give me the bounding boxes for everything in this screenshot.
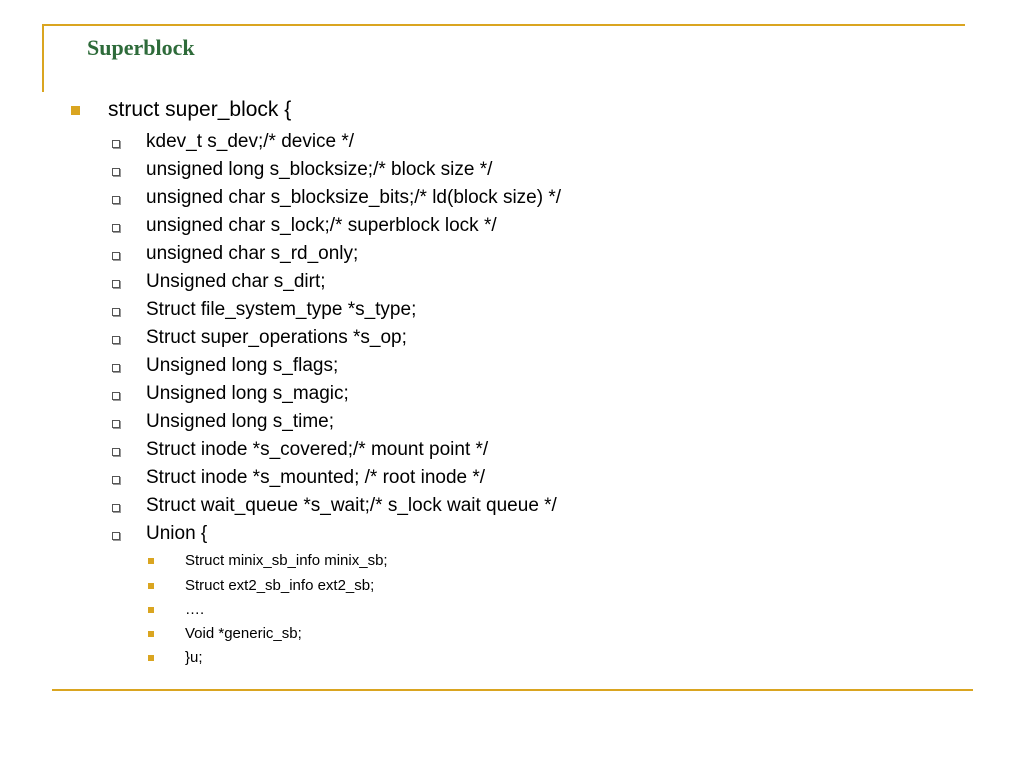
list-item-text: }u; <box>185 649 203 666</box>
list-item-text: Unsigned long s_flags; <box>146 355 339 376</box>
hollow-square-bullet-icon <box>112 448 120 456</box>
list-item-level-1: struct super_block { <box>71 96 292 124</box>
hollow-square-bullet-icon <box>112 476 120 484</box>
list-item-text: Union { <box>146 523 208 544</box>
list-item-text: Struct inode *s_mounted; /* root inode *… <box>146 467 486 488</box>
square-bullet-icon <box>148 631 154 637</box>
list-item-level-2: Struct inode *s_covered;/* mount point *… <box>112 437 489 463</box>
list-item-level-2: Struct super_operations *s_op; <box>112 325 407 351</box>
list-item-level-2: Struct wait_queue *s_wait;/* s_lock wait… <box>112 493 557 519</box>
list-item-level-2: Unsigned long s_time; <box>112 409 334 435</box>
list-item-level-2: kdev_t s_dev;/* device */ <box>112 129 355 155</box>
list-item-text: Struct super_operations *s_op; <box>146 327 407 348</box>
left-rule <box>42 24 44 92</box>
list-item-text: Unsigned long s_time; <box>146 411 334 432</box>
list-item-level-3: Struct ext2_sb_info ext2_sb; <box>148 576 375 596</box>
list-item-text: unsigned long s_blocksize;/* block size … <box>146 159 493 180</box>
hollow-square-bullet-icon <box>112 336 120 344</box>
list-item-text: kdev_t s_dev;/* device */ <box>146 131 355 152</box>
list-item-text: unsigned char s_lock;/* superblock lock … <box>146 215 497 236</box>
square-bullet-icon <box>148 583 154 589</box>
list-item-level-3: …. <box>148 600 205 620</box>
hollow-square-bullet-icon <box>112 420 120 428</box>
list-item-text: Unsigned char s_dirt; <box>146 271 326 292</box>
hollow-square-bullet-icon <box>112 364 120 372</box>
list-item-text: unsigned char s_rd_only; <box>146 243 359 264</box>
hollow-square-bullet-icon <box>112 280 120 288</box>
hollow-square-bullet-icon <box>112 196 120 204</box>
top-rule <box>43 24 965 26</box>
list-item-text: Struct wait_queue *s_wait;/* s_lock wait… <box>146 495 557 516</box>
hollow-square-bullet-icon <box>112 140 120 148</box>
bottom-rule <box>52 689 973 691</box>
list-item-text: Unsigned long s_magic; <box>146 383 349 404</box>
list-item-text: Struct file_system_type *s_type; <box>146 299 417 320</box>
square-bullet-icon <box>148 655 154 661</box>
list-item-level-2: unsigned char s_lock;/* superblock lock … <box>112 213 497 239</box>
list-item-level-2: unsigned long s_blocksize;/* block size … <box>112 157 493 183</box>
hollow-square-bullet-icon <box>112 392 120 400</box>
list-item-level-2: Union { <box>112 521 208 547</box>
slide-title: Superblock <box>87 35 195 60</box>
list-item-text: struct super_block { <box>108 98 292 121</box>
list-item-text: Struct minix_sb_info minix_sb; <box>185 552 388 569</box>
square-bullet-icon <box>148 558 154 564</box>
list-item-level-2: Struct inode *s_mounted; /* root inode *… <box>112 465 486 491</box>
hollow-square-bullet-icon <box>112 532 120 540</box>
list-item-text: Struct ext2_sb_info ext2_sb; <box>185 577 375 594</box>
list-item-level-2: unsigned char s_blocksize_bits;/* ld(blo… <box>112 185 562 211</box>
square-bullet-icon <box>148 607 154 613</box>
list-item-level-2: Struct file_system_type *s_type; <box>112 297 417 323</box>
list-item-level-3: Struct minix_sb_info minix_sb; <box>148 551 388 571</box>
hollow-square-bullet-icon <box>112 504 120 512</box>
hollow-square-bullet-icon <box>112 308 120 316</box>
list-item-level-2: Unsigned long s_flags; <box>112 353 339 379</box>
list-item-level-3: }u; <box>148 648 203 668</box>
list-item-text: Void *generic_sb; <box>185 625 302 642</box>
hollow-square-bullet-icon <box>112 252 120 260</box>
list-item-level-2: unsigned char s_rd_only; <box>112 241 359 267</box>
list-item-text: unsigned char s_blocksize_bits;/* ld(blo… <box>146 187 562 208</box>
square-bullet-icon <box>71 106 80 115</box>
list-item-level-2: Unsigned char s_dirt; <box>112 269 326 295</box>
hollow-square-bullet-icon <box>112 224 120 232</box>
list-item-level-3: Void *generic_sb; <box>148 624 302 644</box>
list-item-text: …. <box>185 601 205 618</box>
list-item-level-2: Unsigned long s_magic; <box>112 381 349 407</box>
hollow-square-bullet-icon <box>112 168 120 176</box>
list-item-text: Struct inode *s_covered;/* mount point *… <box>146 439 489 460</box>
